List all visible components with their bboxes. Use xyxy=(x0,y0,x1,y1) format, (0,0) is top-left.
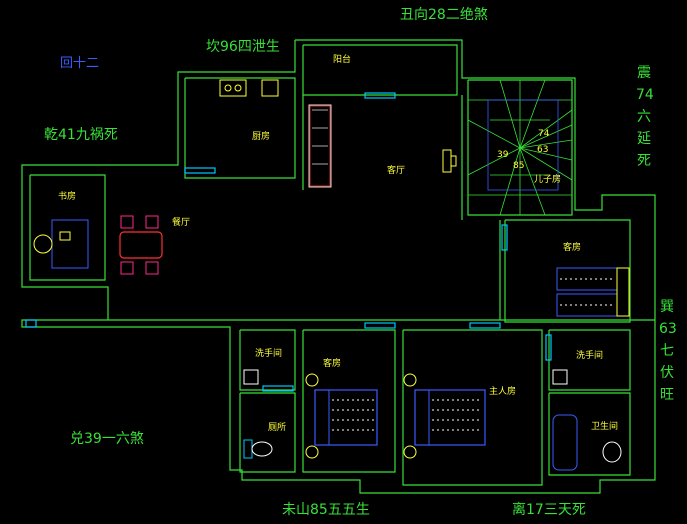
window-washroom xyxy=(262,385,294,392)
windows xyxy=(25,92,552,392)
washroom-right-outline xyxy=(548,329,631,391)
dining-table xyxy=(119,231,163,259)
direction-zhen-label: 震74六延死 xyxy=(636,65,654,169)
master-bed-icon xyxy=(403,373,486,459)
master-bedroom-outline xyxy=(402,329,543,486)
chair xyxy=(145,215,159,229)
study-outline xyxy=(29,174,106,281)
room-label-child: 儿子房 xyxy=(534,175,562,185)
direction-li-label: 离17三天死 xyxy=(512,502,586,518)
sink-icon xyxy=(261,79,279,97)
basin-icon xyxy=(243,369,259,385)
guest-room-bottom-outline xyxy=(302,329,396,473)
chair xyxy=(120,215,134,229)
outer-walls xyxy=(21,39,656,494)
stove-icon xyxy=(219,79,247,97)
stair-number: 74 xyxy=(538,129,550,139)
kitchen-outline xyxy=(184,77,296,179)
direction-north-label: 丑向28二绝煞 xyxy=(400,7,488,23)
toilet-icon xyxy=(602,441,622,463)
chair-icon xyxy=(33,234,53,254)
room-label-washroom-left: 洗手间 xyxy=(255,349,283,359)
window-master xyxy=(469,322,501,329)
kitchen-appliances xyxy=(219,79,279,97)
guest-room-right-outline xyxy=(504,219,631,323)
window-west xyxy=(25,319,37,328)
window-guest xyxy=(364,322,396,329)
child-room-outline xyxy=(467,79,573,216)
bath-fixtures xyxy=(243,369,622,471)
direction-south-label: 未山85五五生 xyxy=(282,502,370,518)
guest-beds-icon xyxy=(556,267,630,317)
toilet-outline xyxy=(239,392,296,473)
guest-bed-icon xyxy=(305,373,378,459)
basin-icon xyxy=(552,369,568,385)
direction-dui-label: 兑39一六煞 xyxy=(70,431,144,447)
direction-kan-label: 坎96四泄生 xyxy=(206,39,280,55)
wall-north xyxy=(21,39,656,494)
stair-number: 63 xyxy=(537,145,549,155)
window-guest-right xyxy=(501,224,508,251)
room-label-washroom-right: 洗手间 xyxy=(576,351,604,361)
sofa-icon xyxy=(308,104,332,188)
wall-northwest xyxy=(21,40,296,320)
window-balcony xyxy=(364,92,396,99)
stair-number: 85 xyxy=(513,161,525,171)
direction-qian-label: 乾41九祸死 xyxy=(44,127,118,143)
room-label-master: 主人房 xyxy=(489,387,517,397)
study-desk-icon xyxy=(33,219,89,269)
bathtub-icon xyxy=(552,414,578,471)
window-washroom-right xyxy=(545,334,552,361)
staircase xyxy=(467,79,573,216)
room-label-balcony: 阳台 xyxy=(333,55,352,65)
room-label-study: 书房 xyxy=(58,192,77,202)
room-label-guest-right: 客房 xyxy=(563,243,582,253)
stair-number: 39 xyxy=(497,150,509,160)
window-kitchen xyxy=(184,167,216,174)
direction-xun-label: 巽63七伏旺 xyxy=(659,299,677,403)
room-label-dining: 餐厅 xyxy=(172,218,191,228)
chair xyxy=(145,261,159,275)
washroom-left-outline xyxy=(239,329,296,391)
room-label-guest-bottom: 客房 xyxy=(323,359,342,369)
tv-icon xyxy=(442,149,452,173)
room-label-kitchen: 厨房 xyxy=(252,132,271,142)
balcony-outline xyxy=(302,44,458,96)
plan-title: 回十二 xyxy=(60,56,100,71)
chair xyxy=(120,261,134,275)
bathroom-outline xyxy=(548,392,631,476)
toilet-icon xyxy=(243,439,253,459)
room-label-bathroom: 卫生间 xyxy=(591,422,619,432)
room-label-toilet: 厕所 xyxy=(268,423,287,433)
dining-set-icon xyxy=(119,215,163,275)
room-label-living: 客厅 xyxy=(387,166,406,176)
